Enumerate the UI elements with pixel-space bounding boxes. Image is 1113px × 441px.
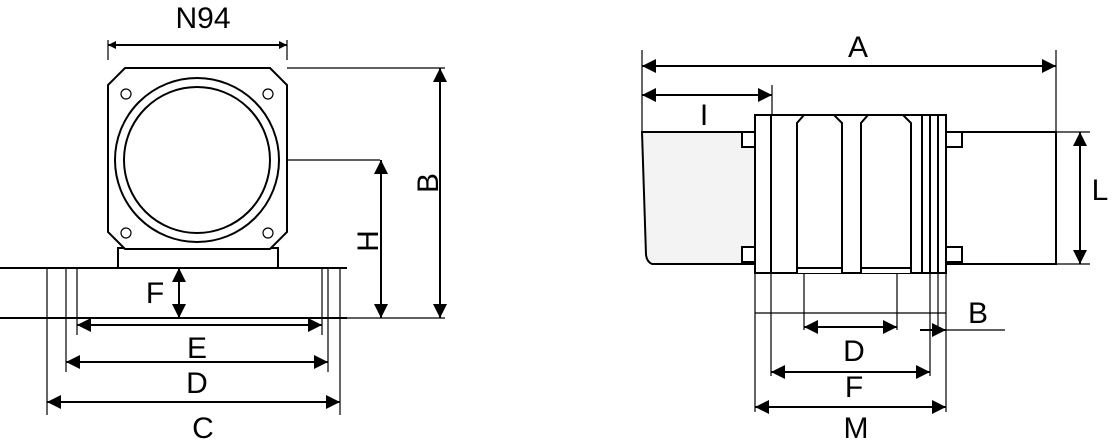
label-d: D <box>186 367 208 400</box>
label-n94: N94 <box>175 2 230 35</box>
label-m: M <box>844 412 869 441</box>
motor-tab-bottom <box>741 246 756 263</box>
label-i: I <box>700 99 708 132</box>
motor-flange <box>107 67 288 269</box>
reducer-tab-top <box>945 131 963 148</box>
left-view: N94 B H F E D C <box>0 2 447 441</box>
reducer-body <box>945 131 1057 265</box>
extension-lines <box>107 40 445 319</box>
label-f-right: F <box>845 371 863 404</box>
label-c: C <box>192 412 214 441</box>
label-d-right: D <box>843 335 865 368</box>
label-a: A <box>848 31 868 64</box>
motor-tab-top <box>741 131 756 148</box>
label-b-right: B <box>968 297 988 330</box>
label-f: F <box>146 277 164 310</box>
label-l: L <box>1092 174 1109 207</box>
label-b: B <box>412 173 445 193</box>
motor-body <box>640 131 756 265</box>
label-e: E <box>187 332 207 365</box>
label-h: H <box>352 230 385 252</box>
right-view: A I L B D F M <box>640 31 1109 441</box>
base-plate <box>0 267 347 415</box>
reducer-tab-bottom <box>945 246 963 263</box>
central-frame <box>754 114 947 274</box>
